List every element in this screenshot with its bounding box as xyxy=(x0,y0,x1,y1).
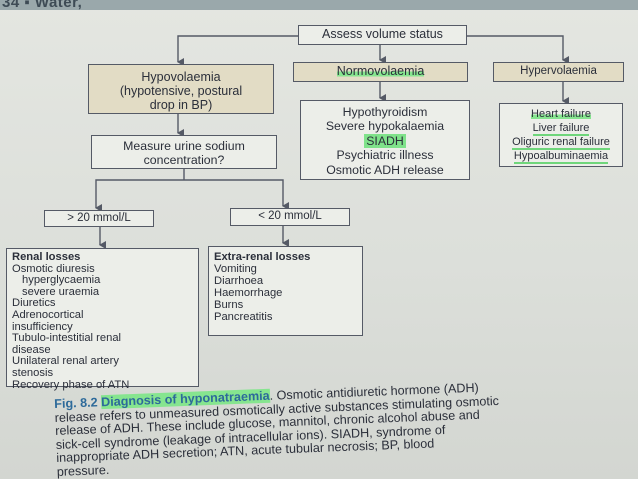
renal-item: insufficiency xyxy=(12,320,73,333)
renal-losses-title: Renal losses xyxy=(12,251,81,263)
assess-volume-box: Assess volume status xyxy=(298,25,467,45)
cause-hypoalbuminaemia: Hypoalbuminaemia xyxy=(513,150,609,164)
renal-item: hyperglycaemia xyxy=(22,274,101,287)
lt-20-label: < 20 mmol/L xyxy=(258,210,322,222)
hypovolaemia-line-1: Hypovolaemia xyxy=(141,70,221,84)
gt-20-label: > 20 mmol/L xyxy=(67,212,131,224)
hypovolaemia-line-2: (hypotensive, postural xyxy=(119,84,243,98)
renal-losses-box: Renal losses Osmotic diuresis hyperglyca… xyxy=(6,248,199,390)
renal-item: stenosis xyxy=(12,366,54,379)
measure-line-1: Measure urine sodium xyxy=(123,139,245,153)
cause-oliguric-renal-failure: Oliguric renal failure xyxy=(512,136,610,150)
page-header-strip: 34 ▪ Water, xyxy=(0,0,638,10)
renal-item: Adrenocortical xyxy=(12,308,84,321)
gt-20-box: > 20 mmol/L xyxy=(44,210,154,227)
extrarenal-item: Pancreatitis xyxy=(214,311,273,323)
renal-item: Tubulo-intestitial renal xyxy=(12,332,122,345)
extrarenal-item: Haemorrhage xyxy=(214,287,283,299)
normovolaemia-causes-box: Hypothyroidism Severe hypokalaemia SIADH… xyxy=(300,100,470,180)
hypovolaemia-line-3: drop in BP) xyxy=(149,98,213,112)
cause-osmotic-adh-release: Osmotic ADH release xyxy=(326,162,444,177)
extra-renal-losses-title: Extra-renal losses xyxy=(214,251,311,263)
hypervolaemia-label: Hypervolaemia xyxy=(520,65,597,77)
page-header-text: 34 ▪ Water, xyxy=(2,0,83,10)
cause-heart-failure: Heart failure xyxy=(531,108,591,120)
extra-renal-losses-box: Extra-renal losses Vomiting Diarrhoea Ha… xyxy=(208,246,363,336)
cause-hypothyroidism: Hypothyroidism xyxy=(342,105,428,119)
renal-item: severe uraemia xyxy=(22,285,100,298)
renal-item: Diuretics xyxy=(12,297,56,310)
renal-item: Unilateral renal artery xyxy=(12,355,119,368)
cause-siadh: SIADH xyxy=(364,133,406,148)
assess-volume-label: Assess volume status xyxy=(322,27,443,41)
extrarenal-item: Vomiting xyxy=(214,263,257,275)
lt-20-box: < 20 mmol/L xyxy=(230,208,350,226)
cause-liver-failure: Liver failure xyxy=(532,122,590,136)
normovolaemia-box: Normovolaemia xyxy=(293,62,468,82)
hypervolaemia-causes-box: Heart failure Liver failure Oliguric ren… xyxy=(499,103,623,167)
cause-psychiatric-illness: Psychiatric illness xyxy=(336,148,434,163)
measure-line-2: concentration? xyxy=(143,153,225,167)
renal-item: Osmotic diuresis xyxy=(12,262,95,275)
extrarenal-item: Diarrhoea xyxy=(214,275,264,287)
hypervolaemia-box: Hypervolaemia xyxy=(493,62,624,82)
extrarenal-item: Burns xyxy=(214,299,244,311)
caption-line: pressure. xyxy=(56,462,110,479)
renal-item: disease xyxy=(12,343,51,356)
measure-urine-sodium-box: Measure urine sodium concentration? xyxy=(91,135,277,169)
normovolaemia-label: Normovolaemia xyxy=(336,64,425,78)
cause-severe-hypokalaemia: Severe hypokalaemia xyxy=(325,119,445,134)
renal-item: Recovery phase of ATN xyxy=(12,378,130,391)
hypovolaemia-box: Hypovolaemia (hypotensive, postural drop… xyxy=(88,64,274,114)
